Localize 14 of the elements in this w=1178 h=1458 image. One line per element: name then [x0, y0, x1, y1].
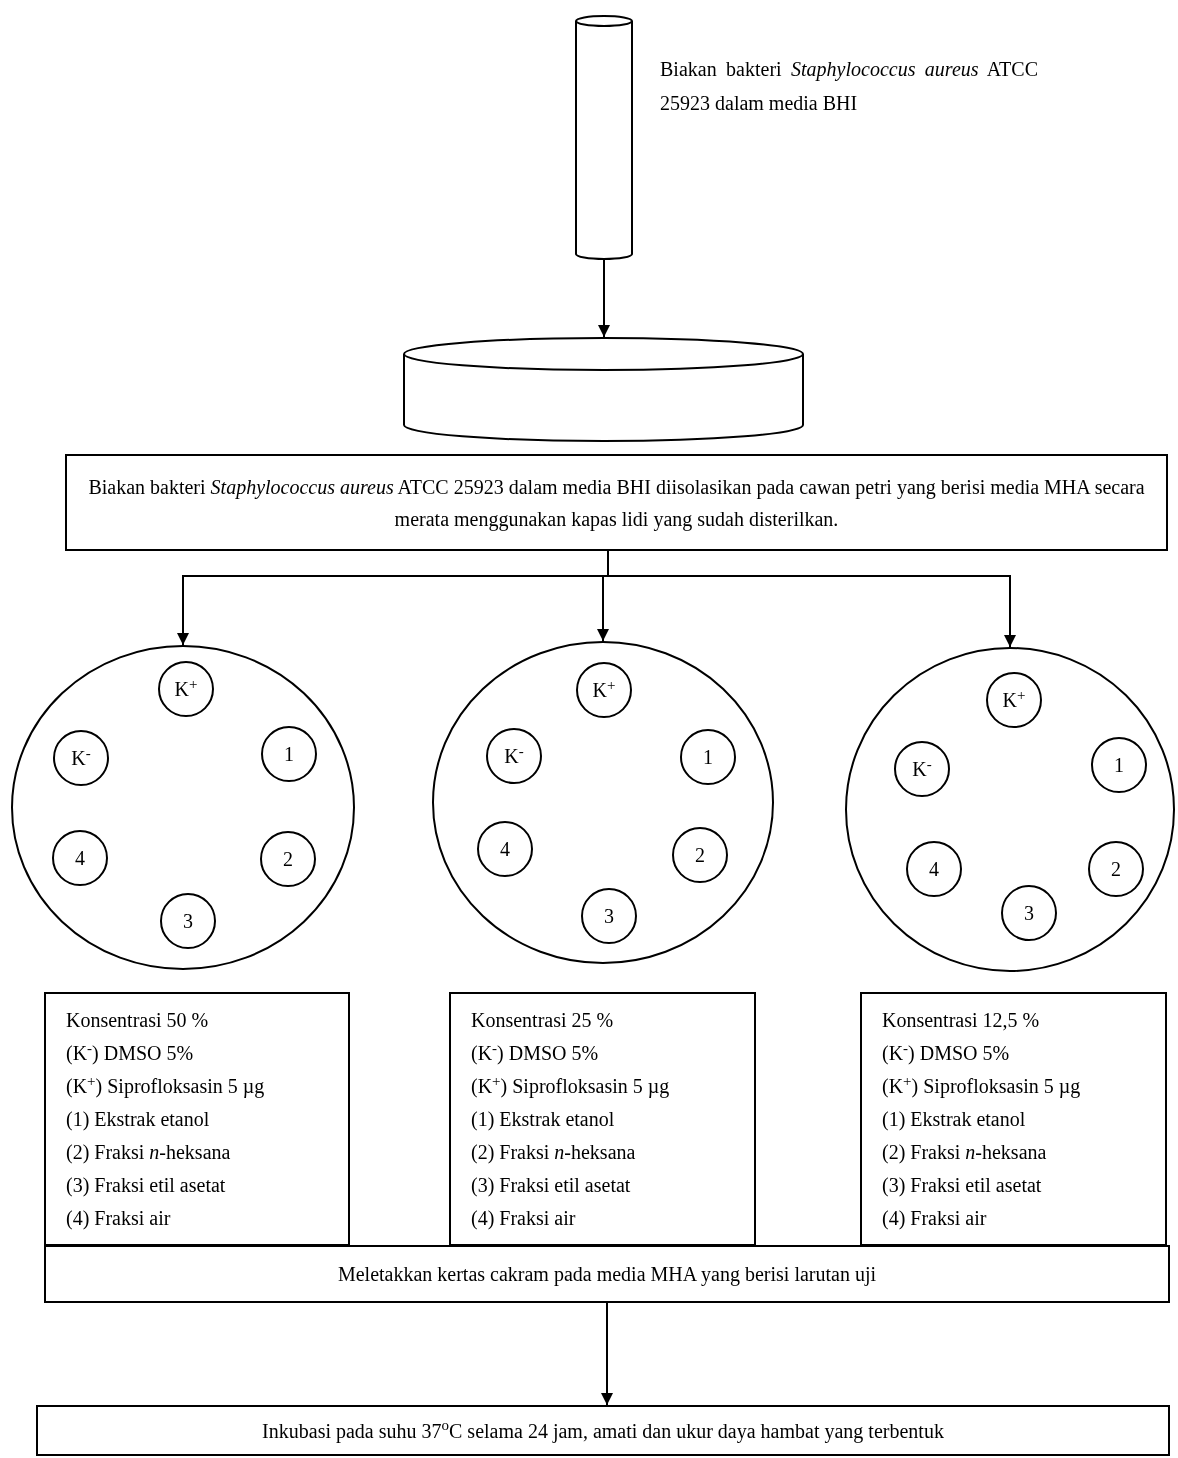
- process-box: Biakan bakteri Staphylococcus aureus ATCC 25923 dalam media BHI diisolasikan pada cawan petri yang berisi media MHA secara merata menggunakan kapas lidi yang sudah disterilkan.: [65, 454, 1168, 551]
- arrow: [601, 1302, 613, 1406]
- agar-plate: [432, 641, 774, 964]
- process-box: Meletakkan kertas cakram pada media MHA yang berisi larutan uji: [44, 1245, 1170, 1303]
- node-caption: Biakan bakteri Staphylococcus aureus ATCC 25923 dalam media BHI: [660, 57, 1038, 116]
- test-tube: [575, 15, 633, 260]
- petri-dish: [403, 337, 804, 442]
- process-box: Inkubasi pada suhu 37$^{o}$C selama 24 jam, amati dan ukur daya hambat yang terbentuk: [36, 1405, 1170, 1456]
- legend-box: Konsentrasi 50 % (K$^{-}$) DMSO 5% (K$^{+}$) Siprofloksasin 5 µg (1) Ekstrak etanol (2) Fraksi n-heksana (3) Fraksi etil asetat (4) Fraksi air: [44, 992, 350, 1246]
- legend-box: Konsentrasi 12,5 % (K$^{-}$) DMSO 5% (K$^{+}$) Siprofloksasin 5 µg (1) Ekstrak etanol (2) Fraksi n-heksana (3) Fraksi etil asetat (4) Fraksi air: [860, 992, 1167, 1246]
- agar-plate: [845, 647, 1175, 972]
- legend-box: Konsentrasi 25 % (K$^{-}$) DMSO 5% (K$^{+}$) Siprofloksasin 5 µg (1) Ekstrak etanol (2) Fraksi n-heksana (3) Fraksi etil asetat (4) Fraksi air: [449, 992, 756, 1246]
- agar-plate: [11, 645, 355, 970]
- arrow: [598, 259, 610, 338]
